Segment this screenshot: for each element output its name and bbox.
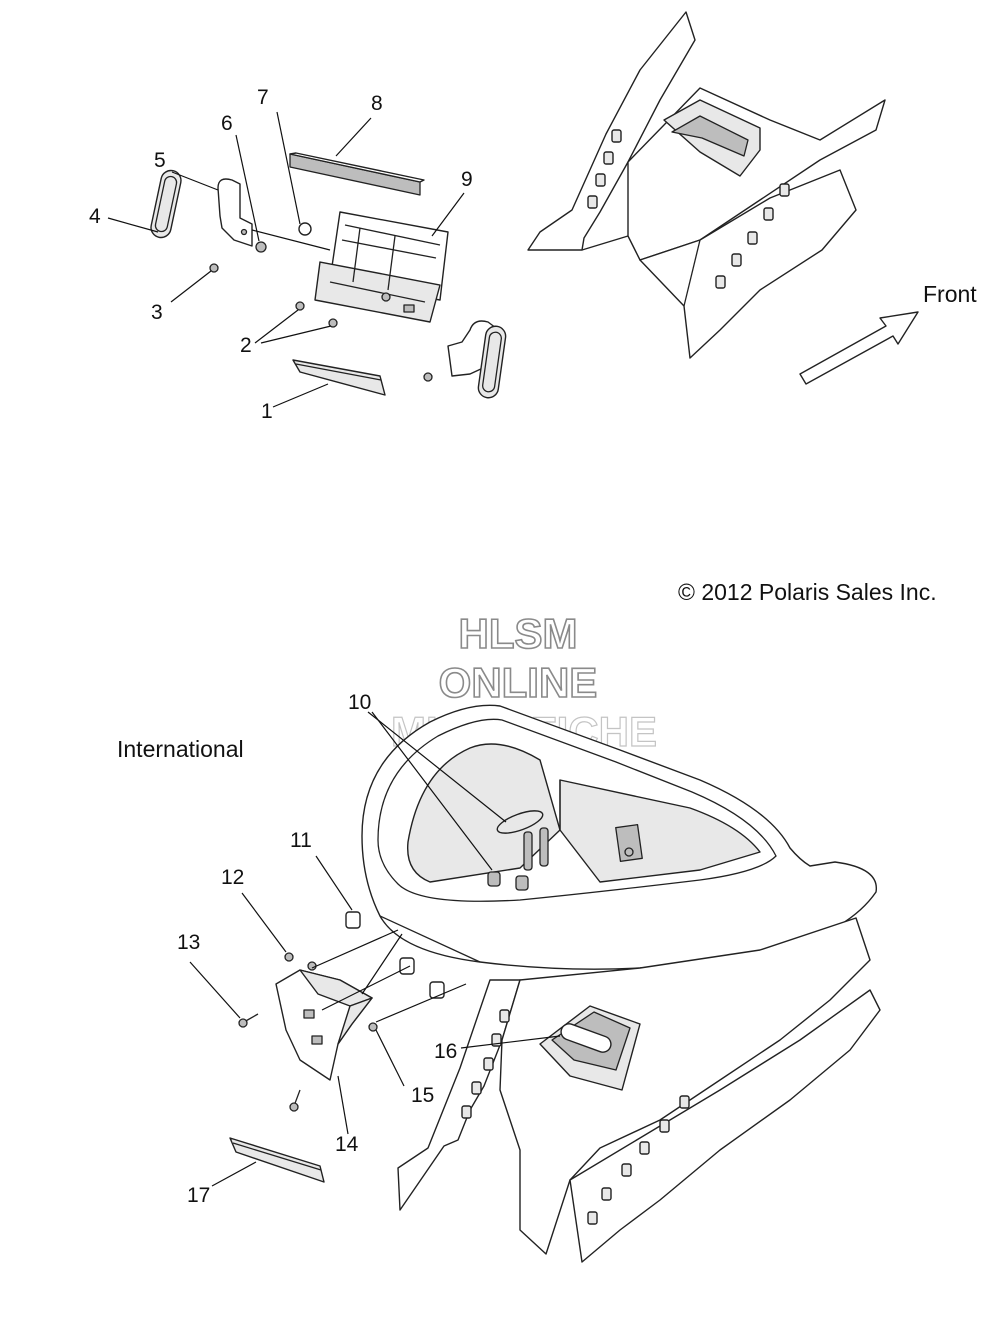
callout-5: 5 <box>154 149 166 172</box>
part-6-nut <box>255 241 267 253</box>
callout-9: 9 <box>461 168 473 191</box>
callout-14: 14 <box>335 1133 359 1156</box>
upper-leader-lines <box>107 111 465 408</box>
part-13-bolts <box>238 1013 301 1112</box>
part-3-screw <box>209 263 219 273</box>
callout-2: 2 <box>240 334 252 357</box>
front-label: Front <box>923 281 977 307</box>
fairing-clips-left <box>587 129 622 209</box>
callout-4: 4 <box>89 205 101 228</box>
part-8-bar <box>289 152 425 196</box>
lower-leader-lines <box>189 711 561 1187</box>
watermark-line-1: HLSM <box>459 610 578 657</box>
callout-6: 6 <box>221 112 233 135</box>
part-12-nuts <box>284 952 317 971</box>
front-arrow <box>799 311 919 385</box>
callout-16: 16 <box>434 1040 457 1063</box>
hood-internal-mounts <box>487 810 549 891</box>
part-5-left-bracket <box>217 178 253 247</box>
callout-13: 13 <box>177 931 200 954</box>
callout-15: 15 <box>411 1084 434 1107</box>
lower-fairing-clips-right <box>587 1095 690 1225</box>
right-lens <box>477 325 507 399</box>
section-label-international: International <box>117 736 244 762</box>
part-2-screws <box>295 301 338 328</box>
callout-17: 17 <box>187 1184 210 1207</box>
part-14-bracket <box>275 969 373 1081</box>
part-11-spacers <box>345 911 445 999</box>
lower-fairing <box>397 917 881 1263</box>
callout-3: 3 <box>151 301 163 324</box>
part-9-mounting-plate <box>314 211 449 323</box>
part-1-trim-strip <box>292 359 386 396</box>
part-10-hood <box>361 704 877 970</box>
watermark-line-2: ONLINE <box>439 659 598 706</box>
part-4-left-lens <box>150 169 182 239</box>
part-7-grommet <box>298 222 312 236</box>
copyright-notice: © 2012 Polaris Sales Inc. <box>678 579 937 605</box>
callout-10: 10 <box>348 691 371 714</box>
callout-7: 7 <box>257 86 269 109</box>
fairing-clips-right <box>715 183 790 289</box>
callout-8: 8 <box>371 92 383 115</box>
upper-fairing <box>527 11 886 359</box>
part-17-trim-strip <box>229 1137 325 1183</box>
callout-12: 12 <box>221 866 244 889</box>
part-15-screw <box>368 1022 378 1032</box>
callout-11: 11 <box>290 829 312 852</box>
callout-1: 1 <box>261 400 273 423</box>
